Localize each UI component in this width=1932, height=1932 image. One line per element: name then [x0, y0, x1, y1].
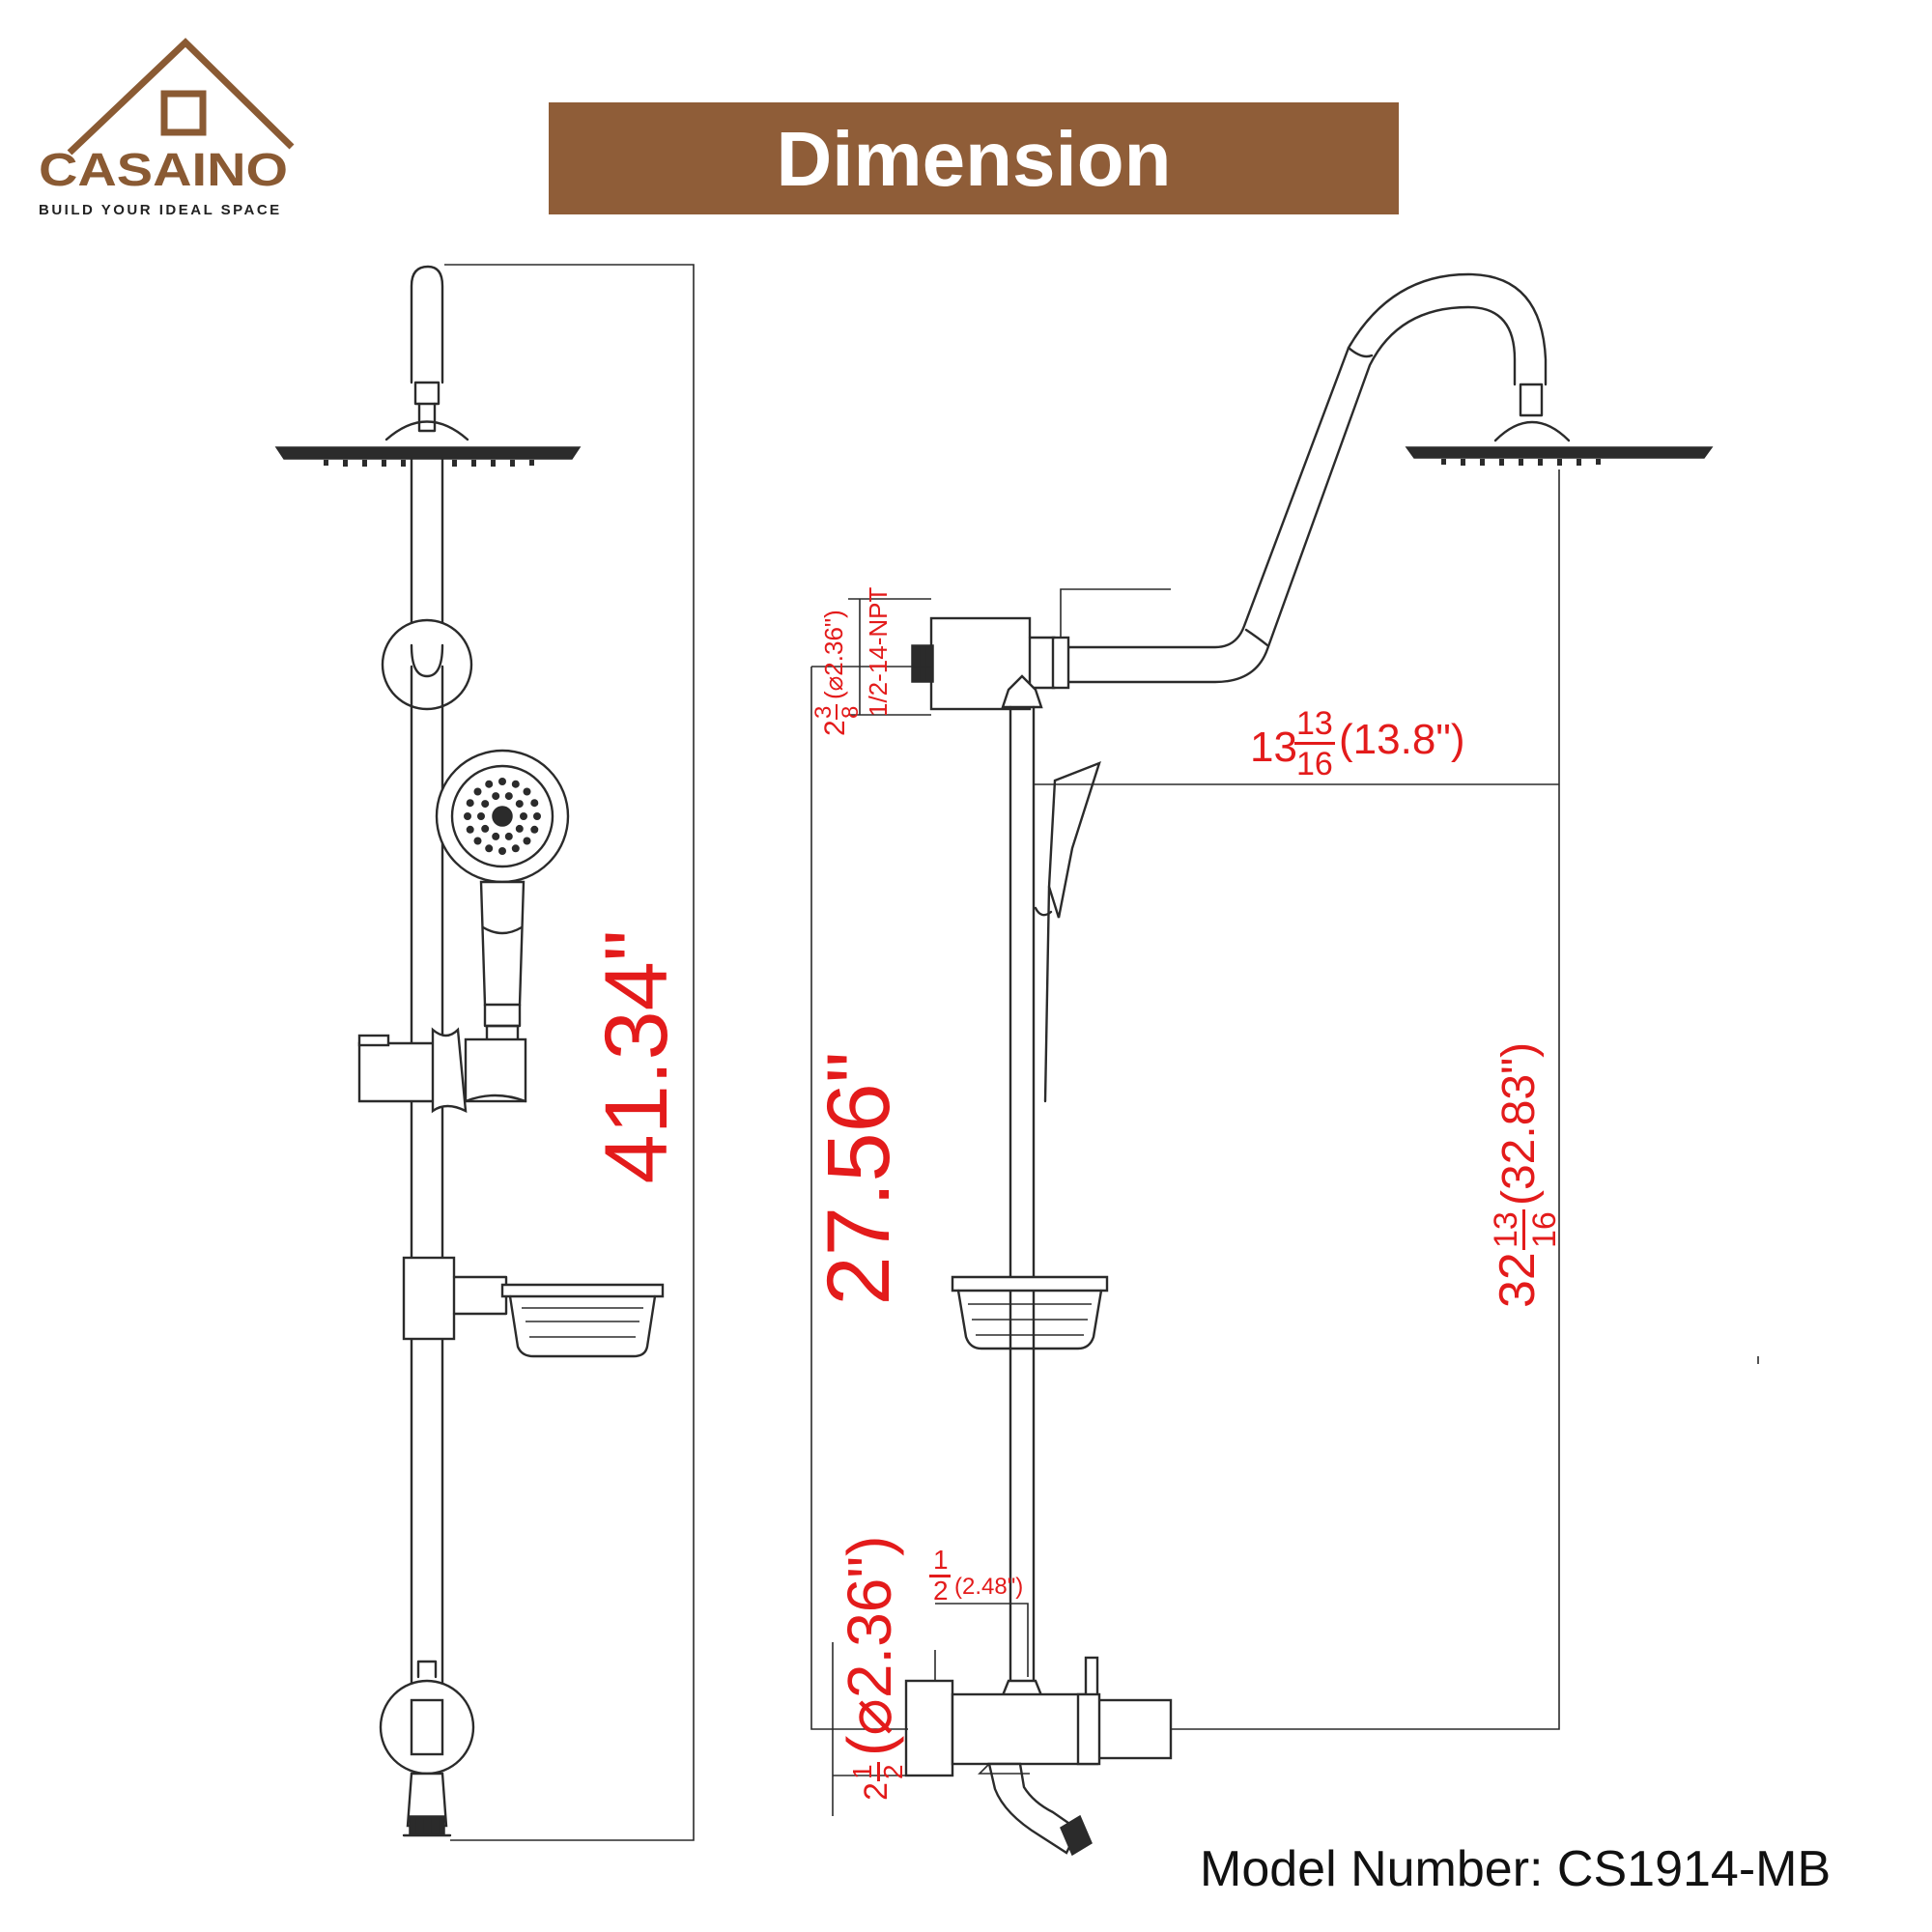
- thread-spec-label: 1/2-14-NPT: [864, 587, 893, 717]
- top-inlet-frac-num: 3: [810, 706, 837, 719]
- nozzle-dot: [498, 847, 506, 855]
- reach-inch: (13.8"): [1339, 716, 1465, 763]
- nozzle-dot: [481, 824, 490, 833]
- nozzle-dot: [466, 799, 474, 808]
- head-height-inch: (32.83"): [1493, 1042, 1545, 1206]
- reach-label: 13 13 16 (13.8"): [1250, 705, 1465, 782]
- nozzle-dot: [485, 780, 494, 788]
- reach-frac-bar: [1294, 742, 1335, 745]
- spout-frac-den: 2: [933, 1576, 949, 1605]
- top-inlet-frac-den: 8: [838, 706, 864, 719]
- nozzle-dot: [533, 812, 541, 820]
- side-view-drawing: [904, 272, 1714, 1857]
- nozzle-dot: [511, 780, 520, 788]
- nozzle-dot: [492, 792, 500, 801]
- nozzle-dot: [504, 792, 513, 801]
- nozzle-dot: [520, 812, 527, 820]
- nozzle-dot: [530, 825, 539, 834]
- front-view-drawing: [274, 265, 665, 1837]
- nozzle-dot: [523, 837, 531, 845]
- handheld-nozzles: [464, 778, 541, 855]
- nozzle-dot: [498, 778, 506, 785]
- nozzle-dot: [481, 800, 490, 809]
- rail-height-label: 27.56": [810, 1052, 908, 1306]
- bottom-inlet-frac-bar: [877, 1762, 880, 1781]
- side-dimension-lines: [810, 469, 1759, 1816]
- spout-frac-bar: [929, 1575, 951, 1577]
- nozzle-dot: [464, 812, 471, 820]
- bottom-inlet-whole: 2: [858, 1782, 895, 1801]
- spout-frac-num: 1: [933, 1545, 949, 1575]
- nozzle-dot: [515, 824, 524, 833]
- nozzle-dot: [477, 812, 485, 820]
- side-head-nozzles: [1441, 459, 1601, 466]
- top-inlet-inch: (⌀2.36"): [819, 610, 848, 699]
- reach-frac-num: 13: [1296, 705, 1333, 742]
- total-height-label: 41.34": [587, 930, 686, 1184]
- model-number: Model Number: CS1914-MB: [1200, 1841, 1831, 1897]
- reach-frac-den: 16: [1296, 746, 1333, 782]
- head-height-frac-den: 16: [1526, 1211, 1563, 1248]
- nozzle-dot: [530, 799, 539, 808]
- nozzle-dot: [511, 844, 520, 853]
- page-title: Dimension: [777, 116, 1172, 202]
- house-icon: [67, 38, 295, 156]
- brand-tagline: BUILD YOUR IDEAL SPACE: [39, 202, 282, 218]
- spout-inch: (2.48"): [954, 1574, 1023, 1600]
- top-inlet-frac-bar: [836, 704, 838, 720]
- bottom-inlet-label: 2 1 2 (⌀2.36"): [835, 1536, 908, 1801]
- nozzle-dot: [485, 844, 494, 853]
- brand-logo: CASAINO BUILD YOUR IDEAL SPACE: [39, 38, 295, 218]
- bottom-inlet-frac-den: 2: [878, 1764, 908, 1779]
- brand-name: CASAINO: [39, 145, 288, 196]
- bottom-inlet-frac-num: 1: [847, 1764, 877, 1779]
- head-height-frac-bar: [1522, 1209, 1525, 1250]
- head-height-whole: 32: [1490, 1252, 1546, 1308]
- total-height-line: [444, 264, 695, 1841]
- nozzle-dot: [492, 832, 500, 840]
- spout-label: 1 2 (2.48"): [929, 1545, 1023, 1605]
- nozzle-dot: [466, 825, 474, 834]
- title-banner: [549, 102, 1399, 214]
- nozzle-dot: [473, 837, 482, 845]
- head-height-label: 32 13 16 (32.83"): [1488, 1042, 1563, 1308]
- top-inlet-label: 2 3 8 (⌀2.36"): [810, 610, 864, 736]
- head-nozzles: [324, 460, 534, 467]
- nozzle-dot: [515, 800, 524, 809]
- head-height-frac-num: 13: [1488, 1211, 1524, 1248]
- reach-whole: 13: [1250, 724, 1297, 771]
- nozzle-dot: [523, 787, 531, 796]
- nozzle-dot: [504, 832, 513, 840]
- nozzle-dot: [473, 787, 482, 796]
- top-inlet-whole: 2: [819, 720, 851, 736]
- bottom-inlet-inch: (⌀2.36"): [835, 1536, 904, 1756]
